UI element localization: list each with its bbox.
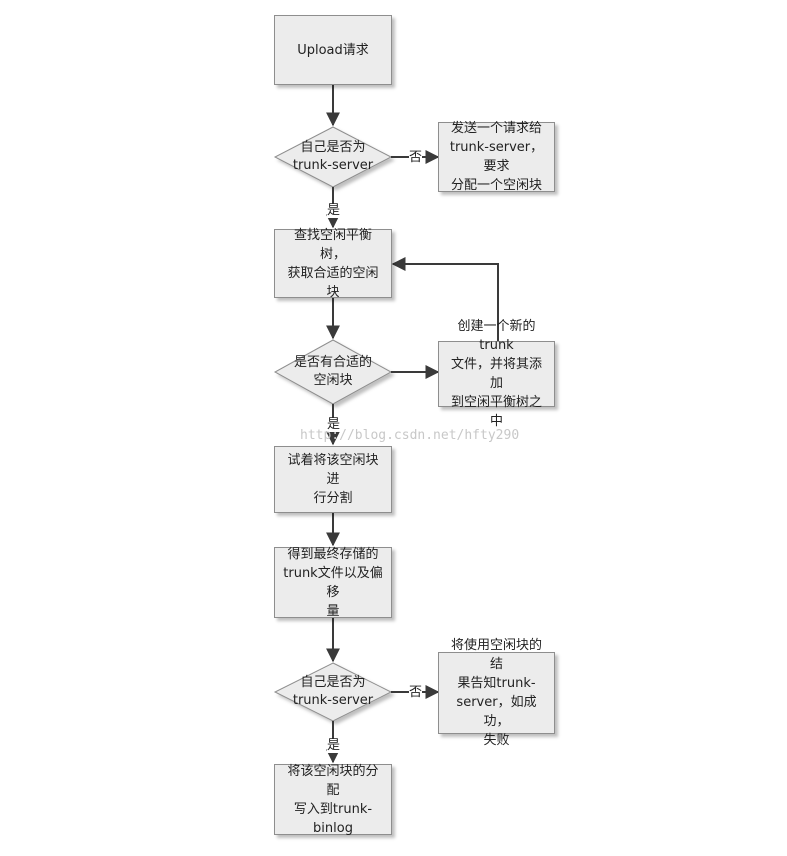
send-request-line1: 发送一个请求给 (450, 121, 542, 136)
write-binlog-line1: 将该空闲块的分配 (287, 763, 379, 798)
watermark: http://blog.csdn.net/hfty290 (300, 428, 520, 443)
edge-label-yes-2: 是 (327, 417, 341, 432)
decision3-line2: trunk-server (292, 693, 374, 708)
decision3-line1: 自己是否为 (300, 675, 366, 690)
get-offset-line2: trunk文件以及偏移 (283, 565, 383, 600)
write-binlog-line2: 写入到trunk-binlog (293, 801, 373, 836)
edge-label-no-3: 否 (409, 685, 423, 700)
create-trunk-line1: 创建一个新的trunk (457, 319, 536, 353)
create-trunk-line3: 到空闲平衡树之中 (450, 395, 542, 429)
find-block-line1: 查找空闲平衡树， (293, 227, 372, 262)
decision1-line2: trunk-server (292, 158, 374, 173)
write-binlog-node: 将该空闲块的分配 写入到trunk-binlog (274, 763, 392, 836)
upload-request-text: Upload请求 (297, 42, 369, 58)
decision3-text: 自己是否为 trunk-server (285, 674, 381, 710)
notify-result-line3: server，如成功， (456, 695, 537, 729)
decision1-text: 自己是否为 trunk-server (285, 139, 381, 175)
send-request-line2: trunk-server，要求 (449, 140, 544, 174)
decision1-line1: 自己是否为 (300, 140, 366, 155)
upload-request-node: Upload请求 (274, 15, 392, 85)
create-trunk-line2: 文件，并将其添加 (450, 357, 542, 391)
find-free-block-node: 查找空闲平衡树， 获取合适的空闲块 (274, 227, 392, 300)
send-request-node: 发送一个请求给 trunk-server，要求 分配一个空闲块 (438, 121, 555, 193)
notify-result-line2: 果告知trunk- (457, 676, 536, 691)
edge-label-no-1: 否 (409, 150, 423, 165)
get-offset-node: 得到最终存储的 trunk文件以及偏移 量 (274, 546, 392, 619)
split-block-node: 试着将该空闲块进 行分割 (274, 446, 392, 513)
notify-result-line1: 将使用空闲块的结 (450, 638, 542, 672)
split-block-line1: 试着将该空闲块进 (287, 453, 379, 487)
get-offset-line3: 量 (326, 603, 340, 619)
find-block-line2: 获取合适的空闲块 (287, 265, 379, 300)
decision2-line1: 是否有合适的 (293, 355, 372, 370)
notify-result-line4: 失败 (483, 733, 510, 748)
send-request-line3: 分配一个空闲块 (450, 178, 542, 193)
create-trunk-node: 创建一个新的trunk 文件，并将其添加 到空闲平衡树之中 (438, 319, 555, 429)
split-block-line2: 行分割 (313, 491, 353, 506)
decision2-line2: 空闲块 (313, 373, 353, 388)
get-offset-line1: 得到最终存储的 (287, 546, 379, 562)
edge-label-yes-3: 是 (327, 738, 341, 753)
edge-label-yes-1: 是 (327, 203, 341, 218)
edge-create-back-to-find (391, 257, 499, 341)
notify-result-node: 将使用空闲块的结 果告知trunk- server，如成功， 失败 (438, 638, 555, 748)
decision2-text: 是否有合适的 空闲块 (285, 354, 381, 390)
